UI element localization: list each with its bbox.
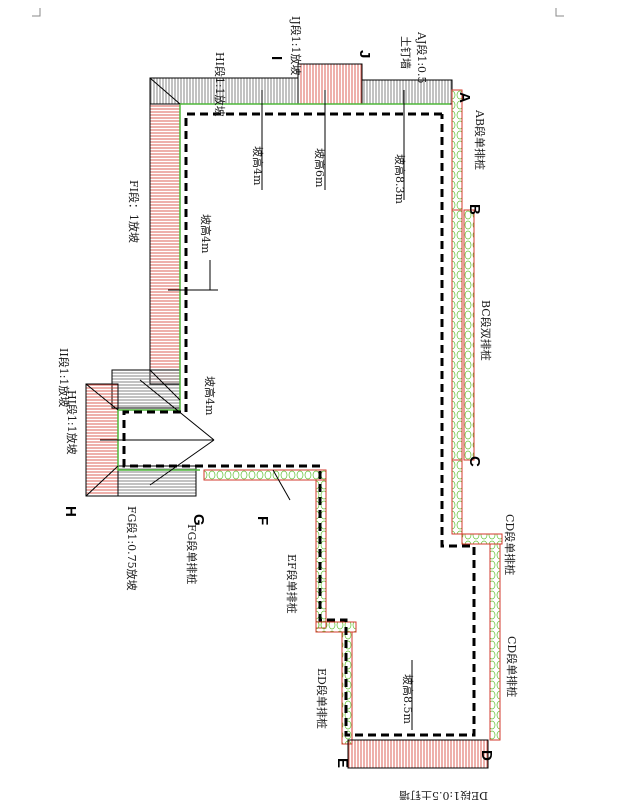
ab-pile-label: AB段单排桩 — [473, 109, 487, 170]
height-4m-mid: 坡高4m — [199, 214, 213, 254]
fi-slope-label: FI段：1放坡 — [127, 180, 141, 243]
cd-pile-label-2: CD段单排桩 — [505, 636, 519, 697]
leaders — [100, 90, 413, 730]
height-4m-low: 坡高4m — [203, 376, 217, 416]
fg-pile-label: FG段单排桩 — [185, 524, 199, 584]
point-b: B — [466, 204, 483, 215]
point-a: A — [456, 92, 473, 103]
hii-slope-label: HI段1:1放坡 — [65, 390, 79, 455]
ii-slope-label: II段1:1放坡 — [57, 348, 71, 407]
point-g: G — [190, 514, 207, 526]
height-8-5m: 坡高8.5m — [401, 674, 415, 724]
ij-band — [297, 63, 363, 105]
cd-pile-upper — [451, 459, 463, 535]
bc-pile-label: BC段双排桩 — [479, 300, 493, 361]
point-i: I — [268, 56, 285, 60]
point-f: F — [254, 516, 271, 525]
ef-pile-step — [315, 621, 357, 633]
height-4m-top: 坡高4m — [251, 146, 265, 186]
ef-pile-lower — [341, 631, 353, 745]
hi-slope-label: HI段1:1放坡 — [213, 52, 227, 117]
crop-mark-top-right — [555, 8, 564, 17]
ii-corner-band — [111, 369, 181, 409]
cd-pile-step — [461, 533, 503, 545]
ab-pile — [451, 89, 463, 211]
aj-slope-label: AJ段1:0.5 — [415, 31, 429, 84]
bc-pile-2 — [463, 209, 475, 461]
height-labels: 坡高4m 坡高6m 坡高8.3m 坡高4m 坡高4m 坡高8.5m — [199, 146, 415, 724]
point-h: H — [62, 506, 79, 517]
aj-soil-label: 土钉墙 — [399, 36, 413, 69]
excavation-outline — [122, 112, 476, 737]
bc-pile-1 — [451, 209, 463, 461]
pile-rows — [203, 89, 503, 769]
point-j: J — [356, 50, 373, 58]
fi-band — [149, 103, 181, 385]
point-c: C — [466, 456, 483, 467]
crop-marks — [32, 8, 564, 17]
de-soil-label: DE段1:0.5土钉墙 — [399, 789, 488, 800]
crop-mark-top-left — [32, 8, 41, 17]
height-8-3m: 坡高8.3m — [393, 154, 407, 204]
fg-slope-label: FG段1:0.75放坡 — [125, 506, 139, 591]
de-band — [347, 739, 489, 769]
ij-slope-label: IJ段1:1放坡 — [289, 16, 303, 75]
slope-bands — [85, 63, 453, 497]
aj-band — [361, 79, 453, 105]
fg-pile — [203, 469, 327, 481]
section-labels: AJ段1:0.5 土钉墙 IJ段1:1放坡 HI段1:1放坡 FI段：1放坡 I… — [57, 16, 519, 800]
height-6m: 坡高6m — [313, 148, 327, 188]
point-e: E — [334, 758, 351, 768]
cd-pile-label-1: CD段单排桩 — [503, 514, 517, 575]
ef-pile-label: EF段单排桩 — [285, 554, 299, 614]
cd-pile-lower — [489, 543, 501, 741]
ed-pile-label: ED段单排桩 — [315, 668, 329, 729]
point-letters: A B C D E F G H I J — [62, 50, 495, 768]
point-d: D — [478, 750, 495, 761]
